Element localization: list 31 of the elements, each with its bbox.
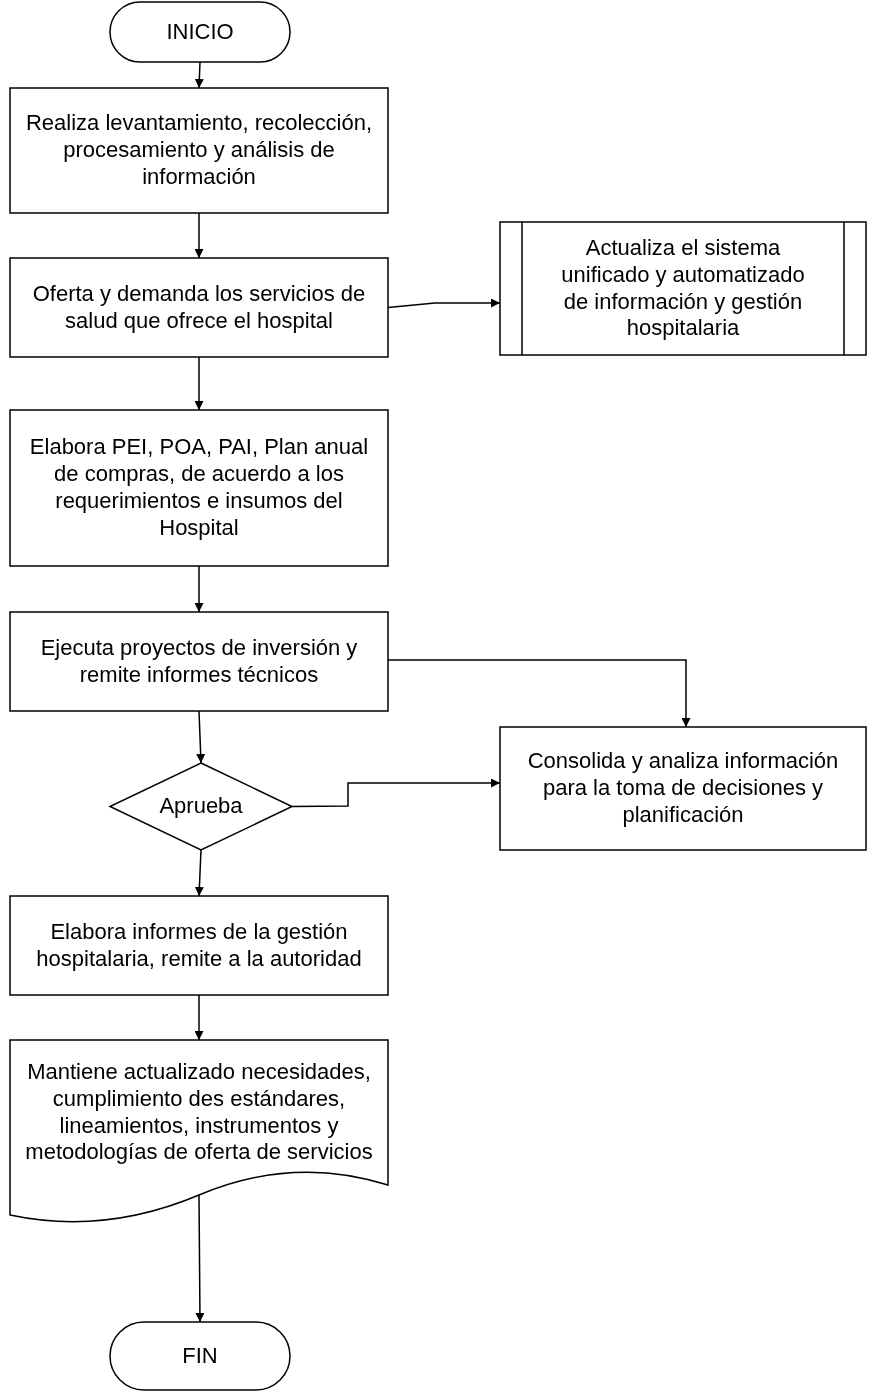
process-box	[10, 410, 388, 566]
arrow	[194, 61, 204, 89]
arrow	[291, 778, 501, 808]
node-text: Elabora informes de la gestión hospitalaria, remite a la autoridad	[35, 918, 363, 973]
process-box	[500, 727, 866, 850]
arrow	[194, 994, 204, 1041]
decision-diamond	[110, 763, 292, 850]
arrow	[194, 356, 204, 411]
arrow	[194, 849, 204, 897]
node-text: Elabora PEI, POA, PAI, Plan anual de compras, de acuerdo a los requerimientos e insumos del Hospital	[28, 434, 370, 542]
document-shape	[10, 1040, 388, 1225]
node-text: FIN	[182, 1342, 218, 1370]
node-text: Realiza levantamiento, recolección, procesamiento y análisis de información	[24, 110, 374, 191]
node-text: Consolida y analiza información para la toma de decisiones y planificación	[526, 748, 840, 829]
terminator-shape	[110, 2, 290, 62]
arrow	[196, 710, 206, 764]
arrow	[195, 1194, 205, 1323]
node-text: Aprueba	[159, 793, 243, 820]
node-text: Actualiza el sistema unificado y automatizado de información y gestión hospitalaria	[560, 234, 806, 343]
terminator-shape	[110, 1322, 290, 1390]
process-box	[10, 896, 388, 995]
node-text: INICIO	[166, 18, 234, 46]
process-box	[10, 258, 388, 357]
process-box	[10, 612, 388, 711]
node-text: Ejecuta proyectos de inversión y remite informes técnicos	[39, 634, 359, 689]
node-text: Mantiene actualizado necesidades, cumplimiento des estándares, lineamientos, instrumentos y metodologías de oferta de servicios	[24, 1058, 374, 1167]
predefined-process-box	[500, 222, 866, 355]
node-text: Oferta y demanda los servicios de salud que ofrece el hospital	[31, 280, 367, 335]
process-box	[10, 88, 388, 213]
arrow	[194, 565, 204, 613]
arrow	[194, 212, 204, 259]
